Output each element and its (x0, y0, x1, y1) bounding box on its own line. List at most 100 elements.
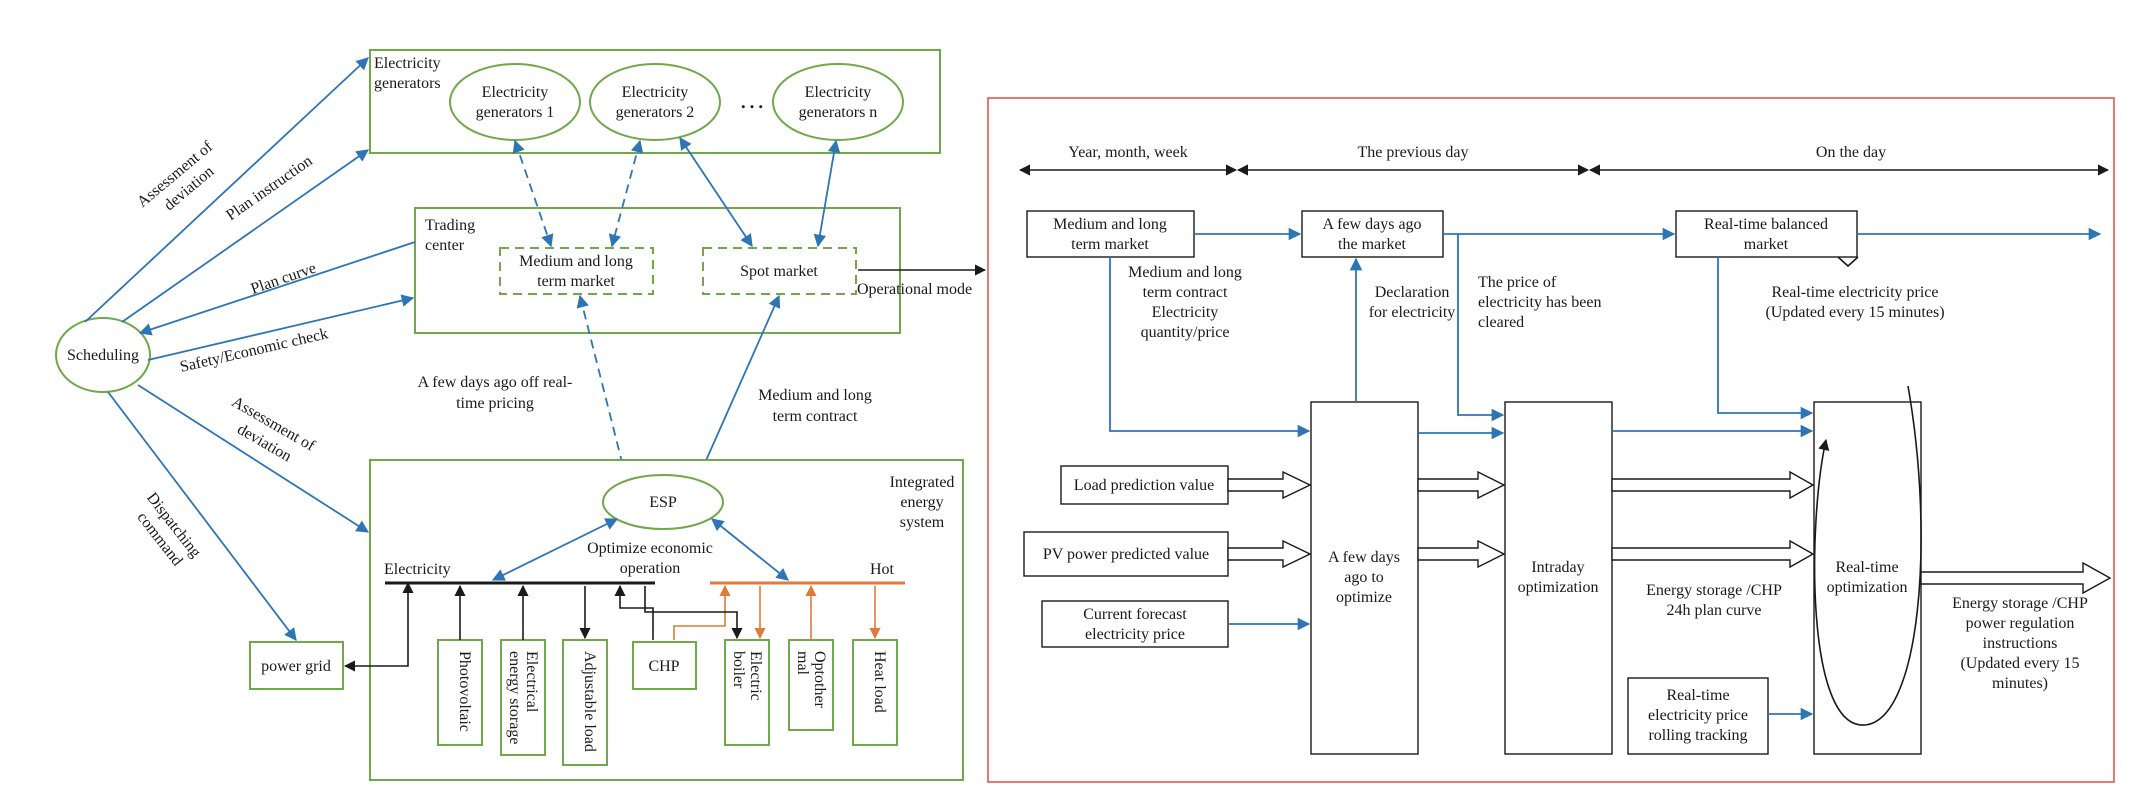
contract-quantity-text: Electricity (1152, 304, 1219, 321)
medium-long-market-label: term market (537, 273, 615, 290)
edge-label-off-realtime: A few days ago off real- (418, 374, 573, 391)
day-ahead-text: A few days (1328, 549, 1400, 566)
generators-group-label: generators (374, 75, 441, 92)
generator-label: generators n (799, 104, 878, 121)
realtime-optimization-box (1813, 401, 1922, 755)
contract-quantity-text: Medium and long (1128, 264, 1242, 281)
forecast-price-text: Current forecast (1083, 606, 1187, 623)
realtime-market-text: market (1744, 236, 1789, 253)
edge-label-plan-curve: Plan curve (249, 260, 319, 298)
regulation-text: power regulation (1966, 615, 2075, 632)
few-days-market-box (1301, 210, 1444, 258)
ies-label: energy (900, 494, 943, 511)
edge-label-operational-mode: Operational mode (857, 281, 972, 298)
timeline-long-term: Year, month, week (1068, 144, 1188, 161)
trading-center-label: center (425, 237, 465, 254)
optothermal-label: Optother (811, 651, 828, 709)
generator-market-links (512, 136, 841, 248)
hollow-arrows (1227, 470, 2112, 595)
medium-long-market-text: Medium and long (1053, 216, 1167, 233)
scheduling-label: Scheduling (67, 347, 139, 364)
price-cleared-text: electricity has been (1478, 294, 1602, 311)
rolling-loop-arrow (1813, 385, 1922, 726)
rolling-tracking-text: Real-time (1666, 687, 1729, 704)
generator-label: generators 2 (616, 104, 695, 121)
generator-2: Electricity generators 2 (589, 63, 721, 141)
edge-label-off-realtime: time pricing (456, 395, 534, 412)
rolling-tracking-text: electricity price (1648, 707, 1748, 724)
contract-quantity-text: term contract (1143, 284, 1228, 301)
day-ahead-text: ago to (1344, 569, 1384, 586)
few-days-market-text: A few days ago (1322, 216, 1421, 233)
generators-group-label: Electricity (374, 55, 441, 72)
pv-prediction-box (1023, 531, 1229, 577)
ies-label: Integrated (890, 474, 955, 491)
intraday-text: Intraday (1531, 559, 1584, 576)
intraday-optimization-box (1504, 401, 1613, 755)
rolling-tracking-box (1627, 677, 1769, 755)
power-grid-box (249, 641, 344, 690)
optothermal-label: mal (794, 651, 811, 676)
trading-center-label: Trading (425, 217, 475, 234)
generator-1: Electricity generators 1 (449, 63, 581, 141)
photovoltaic-box (437, 639, 483, 746)
ies-label: system (900, 514, 945, 531)
trading-center: Trading center Medium and long term mark… (414, 207, 901, 334)
market-esp-links (576, 294, 781, 476)
medium-long-market-label: Medium and long (519, 253, 633, 270)
electricity-bus-label: Electricity (384, 561, 451, 578)
declaration-text: Declaration (1375, 284, 1450, 301)
forecast-price-box (1041, 600, 1229, 648)
chp-label: CHP (648, 658, 679, 675)
esp-label: ESP (649, 494, 677, 511)
generator-n: Electricity generators n (772, 63, 904, 141)
optothermal-box (788, 639, 834, 731)
hot-bus-label: Hot (870, 561, 895, 578)
adjustable-load-label: Adjustable load (581, 651, 598, 752)
power-grid-label: power grid (261, 658, 331, 675)
chp-box (632, 641, 697, 690)
day-ahead-text: optimize (1336, 589, 1392, 606)
pv-prediction-text: PV power predicted value (1043, 546, 1209, 563)
adjustable-load-box (562, 639, 608, 766)
medium-long-market-box (1026, 210, 1195, 258)
realtime-price-text: (Updated every 15 minutes) (1765, 304, 1944, 321)
generator-label: generators 1 (476, 104, 555, 121)
optimize-label: operation (620, 560, 680, 577)
declaration-text: for electricity (1369, 304, 1456, 321)
regulation-text: (Updated every 15 (1960, 655, 2079, 672)
regulation-text: Energy storage /CHP (1952, 595, 2088, 612)
integrated-energy-system: Integrated energy system ESP Optimize ec… (249, 459, 964, 781)
load-prediction-text: Load prediction value (1074, 477, 1214, 494)
realtime-market-text: Real-time balanced (1704, 216, 1828, 233)
medium-long-market-text: term market (1071, 236, 1149, 253)
price-cleared-text: The price of (1478, 274, 1557, 291)
operational-mode-frame (987, 97, 2115, 783)
electric-boiler-label: boiler (730, 651, 747, 689)
timeline-on-day: On the day (1816, 144, 1886, 161)
electric-boiler-label: Electric (747, 651, 764, 701)
rolling-tracking-text: rolling tracking (1648, 727, 1747, 744)
generator-label: Electricity (482, 84, 549, 101)
optimize-label: Optimize economic (587, 540, 713, 557)
realtime-market-box (1675, 210, 1858, 258)
forecast-price-text: electricity price (1085, 626, 1185, 643)
realtime-price-text: Real-time electricity price (1771, 284, 1938, 301)
plan-curve-text: 24h plan curve (1666, 602, 1761, 619)
storage-label: energy storage (506, 651, 523, 744)
few-days-market-text: the market (1338, 236, 1407, 253)
edge-label-medium-long-contract: term contract (773, 408, 858, 425)
generator-label: Electricity (622, 84, 689, 101)
day-ahead-optimization-box (1310, 401, 1419, 755)
generator-label: Electricity (805, 84, 872, 101)
regulation-text: instructions (1983, 635, 2058, 652)
edge-label-plan-instruction: Plan instruction (223, 152, 315, 224)
scheduling-edges (84, 57, 416, 642)
photovoltaic-label: Photovoltaic (456, 651, 473, 732)
price-cleared-text: cleared (1478, 314, 1524, 331)
esp-node (602, 474, 724, 530)
timeline-previous-day: The previous day (1357, 144, 1468, 161)
spot-market-label: Spot market (740, 263, 818, 280)
heat-load-box (852, 639, 898, 746)
